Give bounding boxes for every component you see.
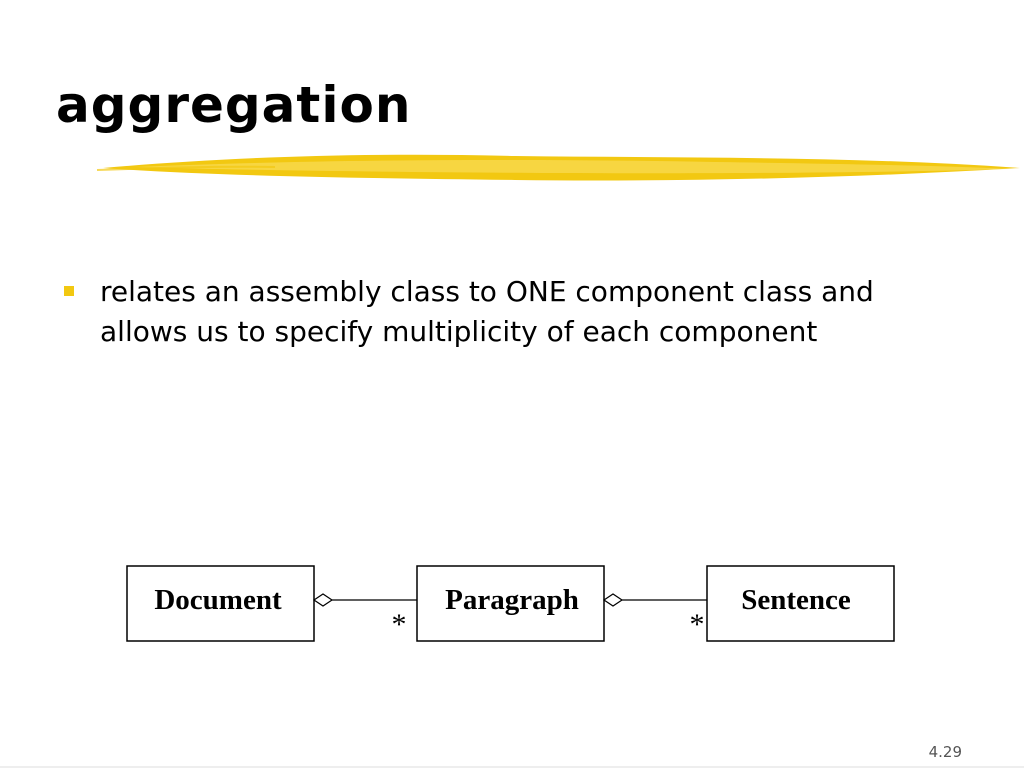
class-name-paragraph: Paragraph xyxy=(445,584,579,616)
aggregation-paragraph-sentence: * xyxy=(602,593,707,641)
class-box-sentence xyxy=(706,565,895,642)
uml-class-sentence: Sentence xyxy=(706,565,895,642)
uml-class-document: Document xyxy=(126,565,315,642)
slide-title: aggregation xyxy=(56,76,412,134)
class-name-document: Document xyxy=(154,584,282,616)
class-box-document xyxy=(126,565,315,642)
page-number: 4.29 xyxy=(928,743,962,761)
footer-divider xyxy=(0,766,1024,768)
uml-class-paragraph: Paragraph xyxy=(416,565,605,642)
aggregation-document-paragraph: * xyxy=(312,593,417,641)
bullet-text: relates an assembly class to ONE compone… xyxy=(100,275,874,348)
brushstroke-highlight xyxy=(135,159,1010,174)
aggregation-diamond-icon xyxy=(312,593,334,607)
square-bullet-icon xyxy=(64,286,74,296)
bullet-item: relates an assembly class to ONE compone… xyxy=(64,272,964,352)
aggregation-diamond-icon xyxy=(602,593,624,607)
bullet-list: relates an assembly class to ONE compone… xyxy=(64,272,964,352)
class-name-sentence: Sentence xyxy=(741,584,851,616)
multiplicity-paragraph: * xyxy=(392,608,407,641)
class-box-paragraph xyxy=(416,565,605,642)
title-underline-brushstroke xyxy=(96,154,1020,181)
brushstroke-wisp xyxy=(96,165,276,171)
multiplicity-sentence: * xyxy=(690,608,705,641)
